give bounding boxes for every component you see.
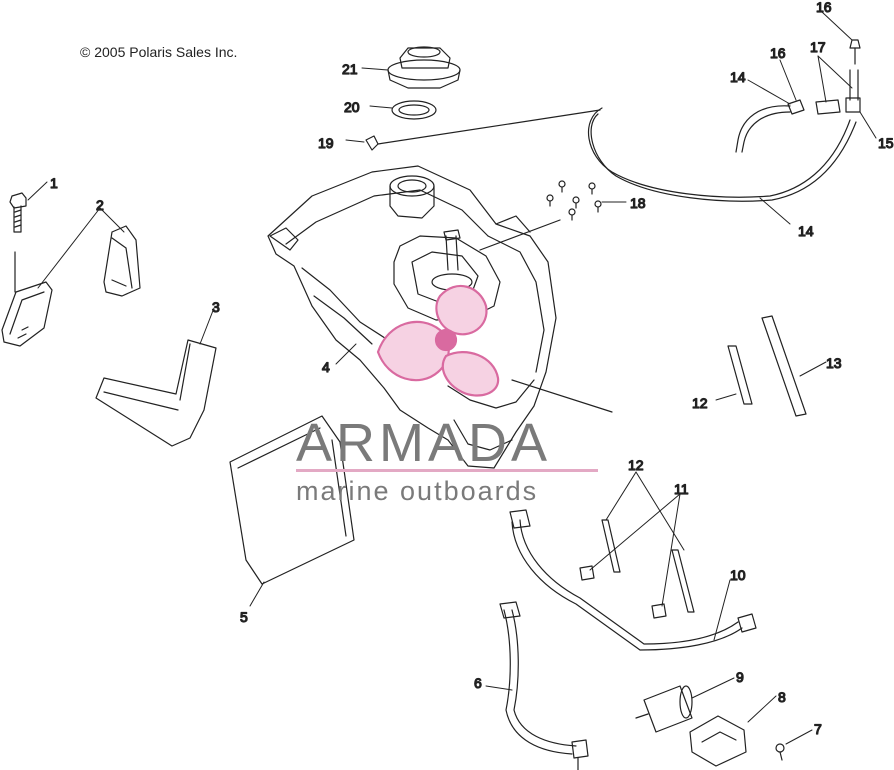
callout-16-mid: 16 <box>770 45 786 61</box>
callout-1: 1 <box>50 175 58 191</box>
callout-labels: 1 2 3 4 5 6 7 8 9 10 11 12 12 13 14 14 1… <box>49 0 894 738</box>
callout-14-vent: 14 <box>730 69 746 85</box>
part-2-brackets <box>1 225 141 347</box>
callout-6: 6 <box>474 675 482 691</box>
callout-18: 18 <box>630 195 646 211</box>
callout-8: 8 <box>778 689 786 705</box>
part-5-pad <box>229 415 355 585</box>
watermark-emblem <box>376 285 500 397</box>
callout-9: 9 <box>736 669 744 685</box>
callout-4: 4 <box>322 359 330 375</box>
part-7-screw <box>775 743 785 761</box>
callout-12-upper: 12 <box>692 395 708 411</box>
callout-5: 5 <box>240 609 248 625</box>
part-9-filter <box>635 685 693 733</box>
callout-14-hose: 14 <box>798 223 814 239</box>
callout-19: 19 <box>318 135 334 151</box>
part-21-cap <box>387 46 461 89</box>
part-19-fitting <box>365 135 379 151</box>
callout-12-lower: 12 <box>628 457 644 473</box>
callout-11: 11 <box>674 481 689 497</box>
callout-3: 3 <box>212 299 220 315</box>
leader-lines <box>27 11 877 745</box>
watermark-subtitle: marine outboards <box>296 476 539 506</box>
callout-10: 10 <box>730 567 746 583</box>
part-10-fuel-line <box>509 509 757 651</box>
part-6-fuel-line <box>499 601 589 770</box>
part-14-vent-hose <box>377 105 857 202</box>
callout-7: 7 <box>814 721 822 737</box>
callout-16-top: 16 <box>816 0 832 15</box>
part-3-strap <box>95 339 217 447</box>
part-20-gasket <box>391 100 437 120</box>
part-1-bolt <box>9 192 27 293</box>
watermark-divider <box>296 469 598 472</box>
copyright-notice: © 2005 Polaris Sales Inc. <box>80 44 238 60</box>
part-11-nuts <box>579 565 667 619</box>
callout-13: 13 <box>826 355 842 371</box>
callout-2: 2 <box>96 197 104 213</box>
part-18-screws <box>546 180 602 221</box>
watermark-title: ARMADA <box>296 413 552 473</box>
callout-21: 21 <box>342 61 358 77</box>
part-8-bracket <box>689 715 747 767</box>
callout-20: 20 <box>344 99 360 115</box>
callout-15: 15 <box>878 135 894 151</box>
callout-17: 17 <box>810 39 826 55</box>
